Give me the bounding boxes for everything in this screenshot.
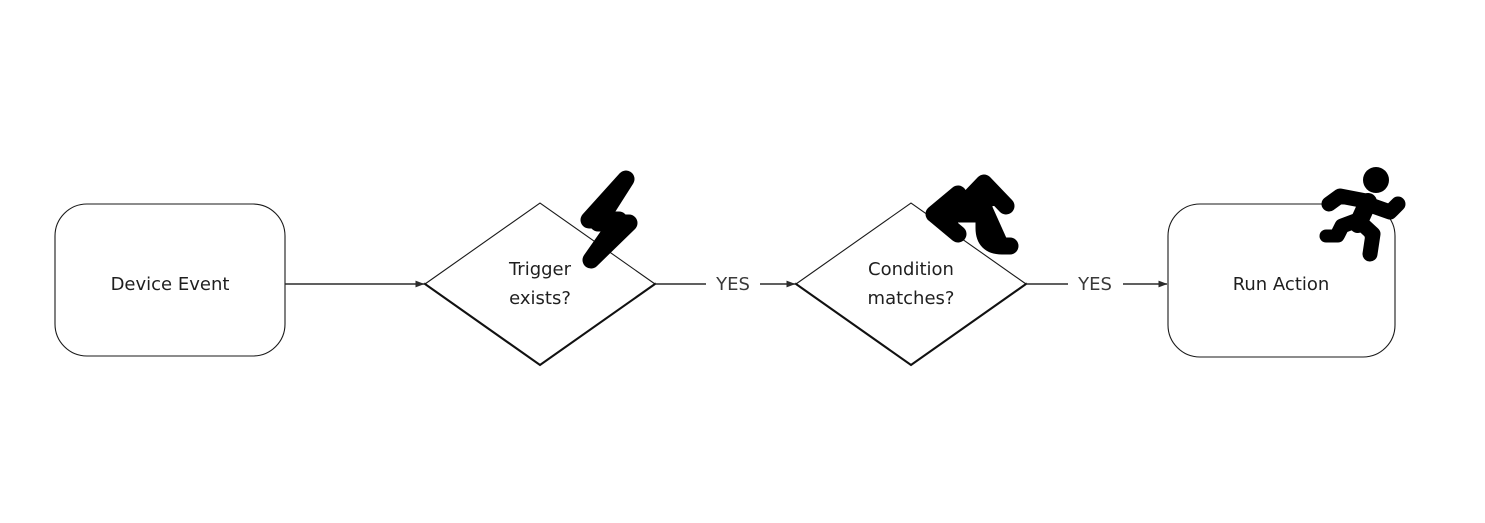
condition-matches-diamond-upper-edges xyxy=(795,202,1027,285)
edge-trigger-to-condition: YES xyxy=(655,274,796,295)
node-device-event[interactable]: Device Event xyxy=(54,203,286,357)
node-trigger-exists[interactable]: Trigger exists? xyxy=(423,170,657,367)
branch-arrows-icon xyxy=(925,174,1019,255)
trigger-exists-diamond-upper-edges xyxy=(424,202,656,285)
run-action-box-outline xyxy=(1167,203,1396,358)
node-run-action[interactable]: Run Action xyxy=(1167,167,1406,358)
edge-label-yes-2: YES xyxy=(1077,274,1112,295)
lightning-bolt-icon xyxy=(580,170,638,269)
condition-matches-label-line1: Condition xyxy=(868,259,954,280)
trigger-exists-label-line2: exists? xyxy=(509,288,571,309)
condition-matches-label-line2: matches? xyxy=(868,288,955,309)
edge-label-yes-1: YES xyxy=(715,274,750,295)
condition-matches-diamond-lower-edges xyxy=(794,282,1028,367)
run-action-label: Run Action xyxy=(1233,274,1330,295)
device-event-label: Device Event xyxy=(111,274,230,295)
trigger-exists-diamond-lower-edges xyxy=(423,282,657,367)
node-condition-matches[interactable]: Condition matches? xyxy=(794,174,1028,367)
edge-condition-to-action: YES xyxy=(1026,274,1168,295)
running-person-icon xyxy=(1319,167,1406,262)
trigger-exists-label-line1: Trigger xyxy=(508,259,572,280)
device-event-box-outline xyxy=(54,203,286,357)
device-event-box-fill xyxy=(55,204,285,356)
